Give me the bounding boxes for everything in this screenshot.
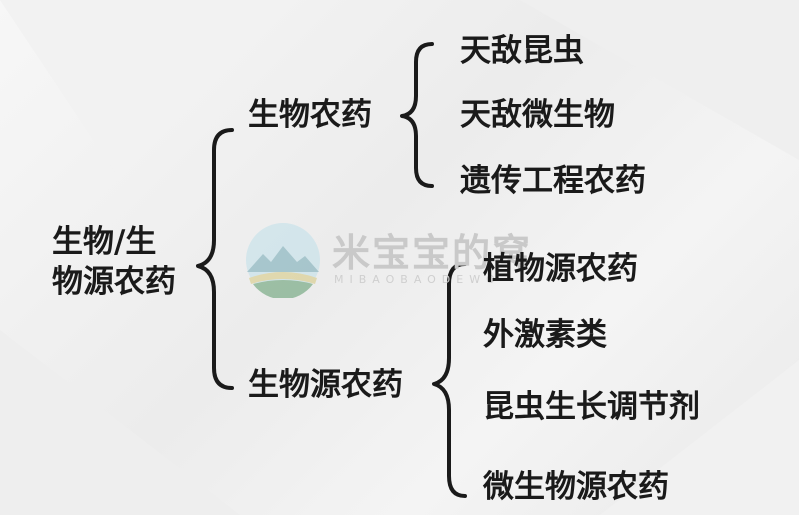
watermark-subtext: MIBAOBAODEWO: [334, 273, 501, 286]
leaf-genetic-engineering-pesticide: 遗传工程农药: [460, 163, 646, 199]
leaf-insect-growth-regulators: 昆虫生长调节剂: [483, 389, 700, 425]
leaf-pheromones: 外激素类: [483, 317, 607, 353]
root-bracket: [196, 128, 234, 390]
watermark-logo-icon: [245, 222, 321, 300]
root-node: 生物/生 物源农药: [52, 222, 192, 302]
bio-bracket: [400, 42, 434, 188]
leaf-microbial-source-pesticide: 微生物源农药: [483, 469, 669, 505]
branch-bio-source-pesticide: 生物源农药: [248, 367, 403, 403]
root-label-line2: 物源农药: [52, 264, 176, 300]
biosrc-bracket: [432, 262, 467, 498]
watermark-text: 米宝宝的窝: [332, 230, 533, 275]
leaf-natural-enemy-microbes: 天敌微生物: [460, 97, 615, 133]
branch-bio-pesticide: 生物农药: [248, 97, 372, 133]
leaf-plant-source-pesticide: 植物源农药: [483, 251, 638, 287]
root-label-line1: 生物/生: [52, 224, 157, 260]
leaf-natural-enemy-insects: 天敌昆虫: [460, 33, 584, 69]
